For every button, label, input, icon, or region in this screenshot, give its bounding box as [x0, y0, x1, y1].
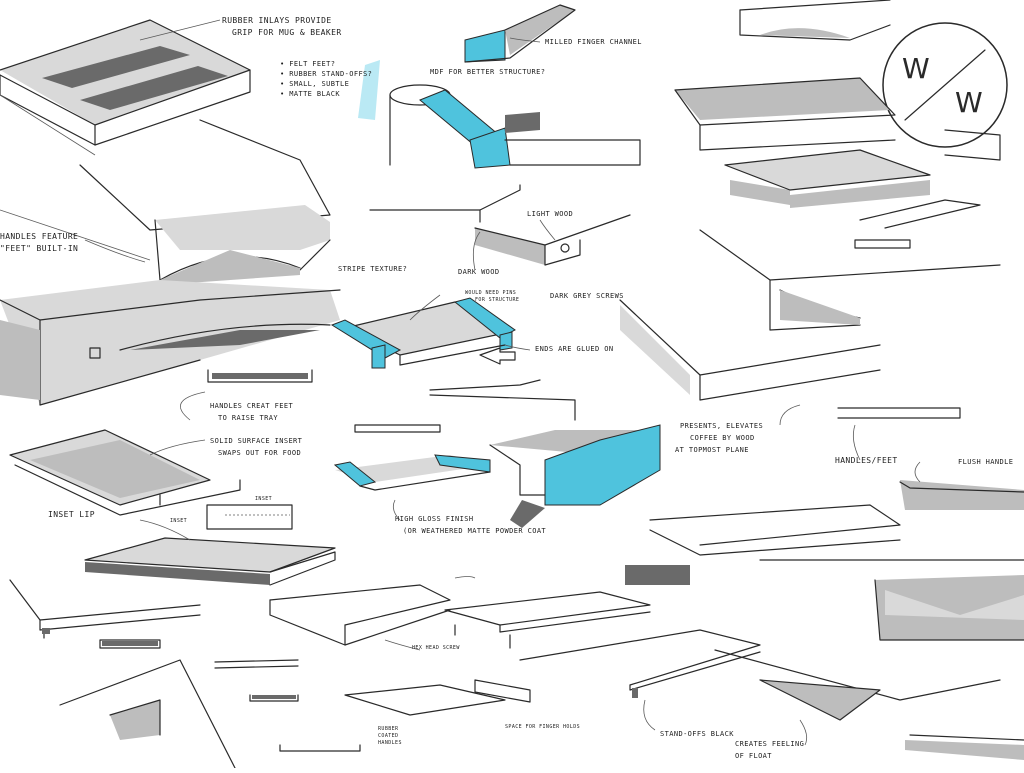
note-presents-elevates: Presents, elevates	[680, 422, 764, 430]
note-handles-feature: Handles feature	[0, 232, 79, 241]
small-handle-sketch	[207, 369, 313, 383]
note-rubber-coated-2: coated	[378, 733, 399, 739]
note-topmost-plane: at topmost plane	[675, 446, 749, 454]
note-rubber-standoffs: • Rubber stand-offs?	[280, 70, 373, 78]
tray-standoffs-sketch	[9, 579, 201, 649]
note-to-raise-tray: to raise tray	[218, 414, 278, 422]
logo-letter-top: W	[902, 52, 930, 85]
arrow-icon	[479, 347, 516, 365]
note-space-finger: Space for finger holds	[505, 724, 581, 730]
note-dark-wood: Dark wood	[458, 268, 500, 276]
note-milled-finger-channel: Milled finger channel	[545, 38, 642, 46]
logo-letter-bottom: W	[955, 86, 983, 119]
tray-ends-sketch	[330, 297, 516, 369]
note-mdf: MDF for better structure?	[430, 68, 546, 76]
flush-handle-sketch	[699, 229, 1024, 510]
finger-hold-parts-sketch	[344, 679, 1024, 760]
note-swaps-out: swaps out for food	[218, 449, 302, 457]
note-rubber-inlays-2: grip for mug & beaker	[232, 28, 342, 37]
cup-holder-sketch	[358, 60, 641, 169]
note-creates-feeling: creates feeling	[735, 740, 805, 748]
note-would-need-pins: Would need pins	[465, 290, 517, 296]
tray-rubber-inlays-sketch	[0, 19, 251, 156]
note-standoffs-black: Stand-offs black	[660, 730, 734, 738]
note-small-subtle: • Small, subtle	[280, 80, 350, 88]
note-flush-handle: Flush handle	[958, 458, 1014, 466]
note-rubber-coated: Rubber	[378, 726, 399, 732]
note-weathered: (or weathered matte powder coat	[403, 527, 547, 535]
note-solid-surface: Solid surface insert	[210, 437, 303, 445]
note-hex-head: Hex head screw	[412, 645, 460, 651]
hex-screw-tray-sketch	[269, 584, 651, 649]
note-feet-built-in: "feet" built-in	[0, 244, 79, 253]
tray-finger-channel-sketch	[0, 280, 341, 406]
note-felt-feet: • Felt feet?	[280, 60, 336, 68]
note-ends-glued: Ends are glued on	[535, 345, 614, 353]
note-stripe-texture: Stripe texture?	[338, 265, 408, 273]
milled-channel-sketch	[464, 4, 576, 63]
frame-corner-sketch	[59, 659, 236, 769]
top-right-tray-sketch	[674, 0, 1001, 161]
wood-tray-sketch	[724, 149, 981, 249]
note-matte-black: • Matte black	[280, 90, 340, 98]
note-for-structure: for structure	[475, 297, 520, 303]
note-handles-feet: Handles/feet	[835, 456, 898, 465]
note-light-wood: Light wood	[527, 210, 574, 218]
handle-feet-sketch	[0, 119, 331, 285]
cyan-corner-sketch	[429, 379, 661, 506]
bottom-right-tray-sketch	[625, 504, 1024, 641]
note-high-gloss: High gloss finish	[395, 515, 474, 523]
note-inset-lip: Inset lip	[48, 510, 95, 519]
note-rubber-coated-3: handles	[378, 740, 402, 746]
logo-mark	[882, 22, 1008, 148]
note-coffee-by-wood: coffee by wood	[690, 434, 755, 442]
note-inset-small: Inset	[170, 518, 188, 524]
small-parts-sketch	[214, 424, 441, 752]
wood-joint-sketch	[369, 184, 631, 266]
note-handles-create-feet: Handles creat feet	[210, 402, 294, 410]
inset-lip-tray-sketch	[84, 504, 336, 586]
elevated-tray-sketch	[619, 299, 881, 401]
note-inset-small-2: Inset	[255, 496, 273, 502]
note-dark-grey-screws: Dark grey screws	[550, 292, 624, 300]
note-rubber-inlays: Rubber inlays provide	[222, 16, 332, 25]
high-gloss-piece-sketch	[333, 454, 545, 528]
note-of-float: of float	[735, 752, 772, 760]
leader-lines	[84, 19, 921, 746]
standoff-tray-sketch	[519, 629, 1001, 721]
solid-surface-tray-sketch	[9, 429, 241, 516]
